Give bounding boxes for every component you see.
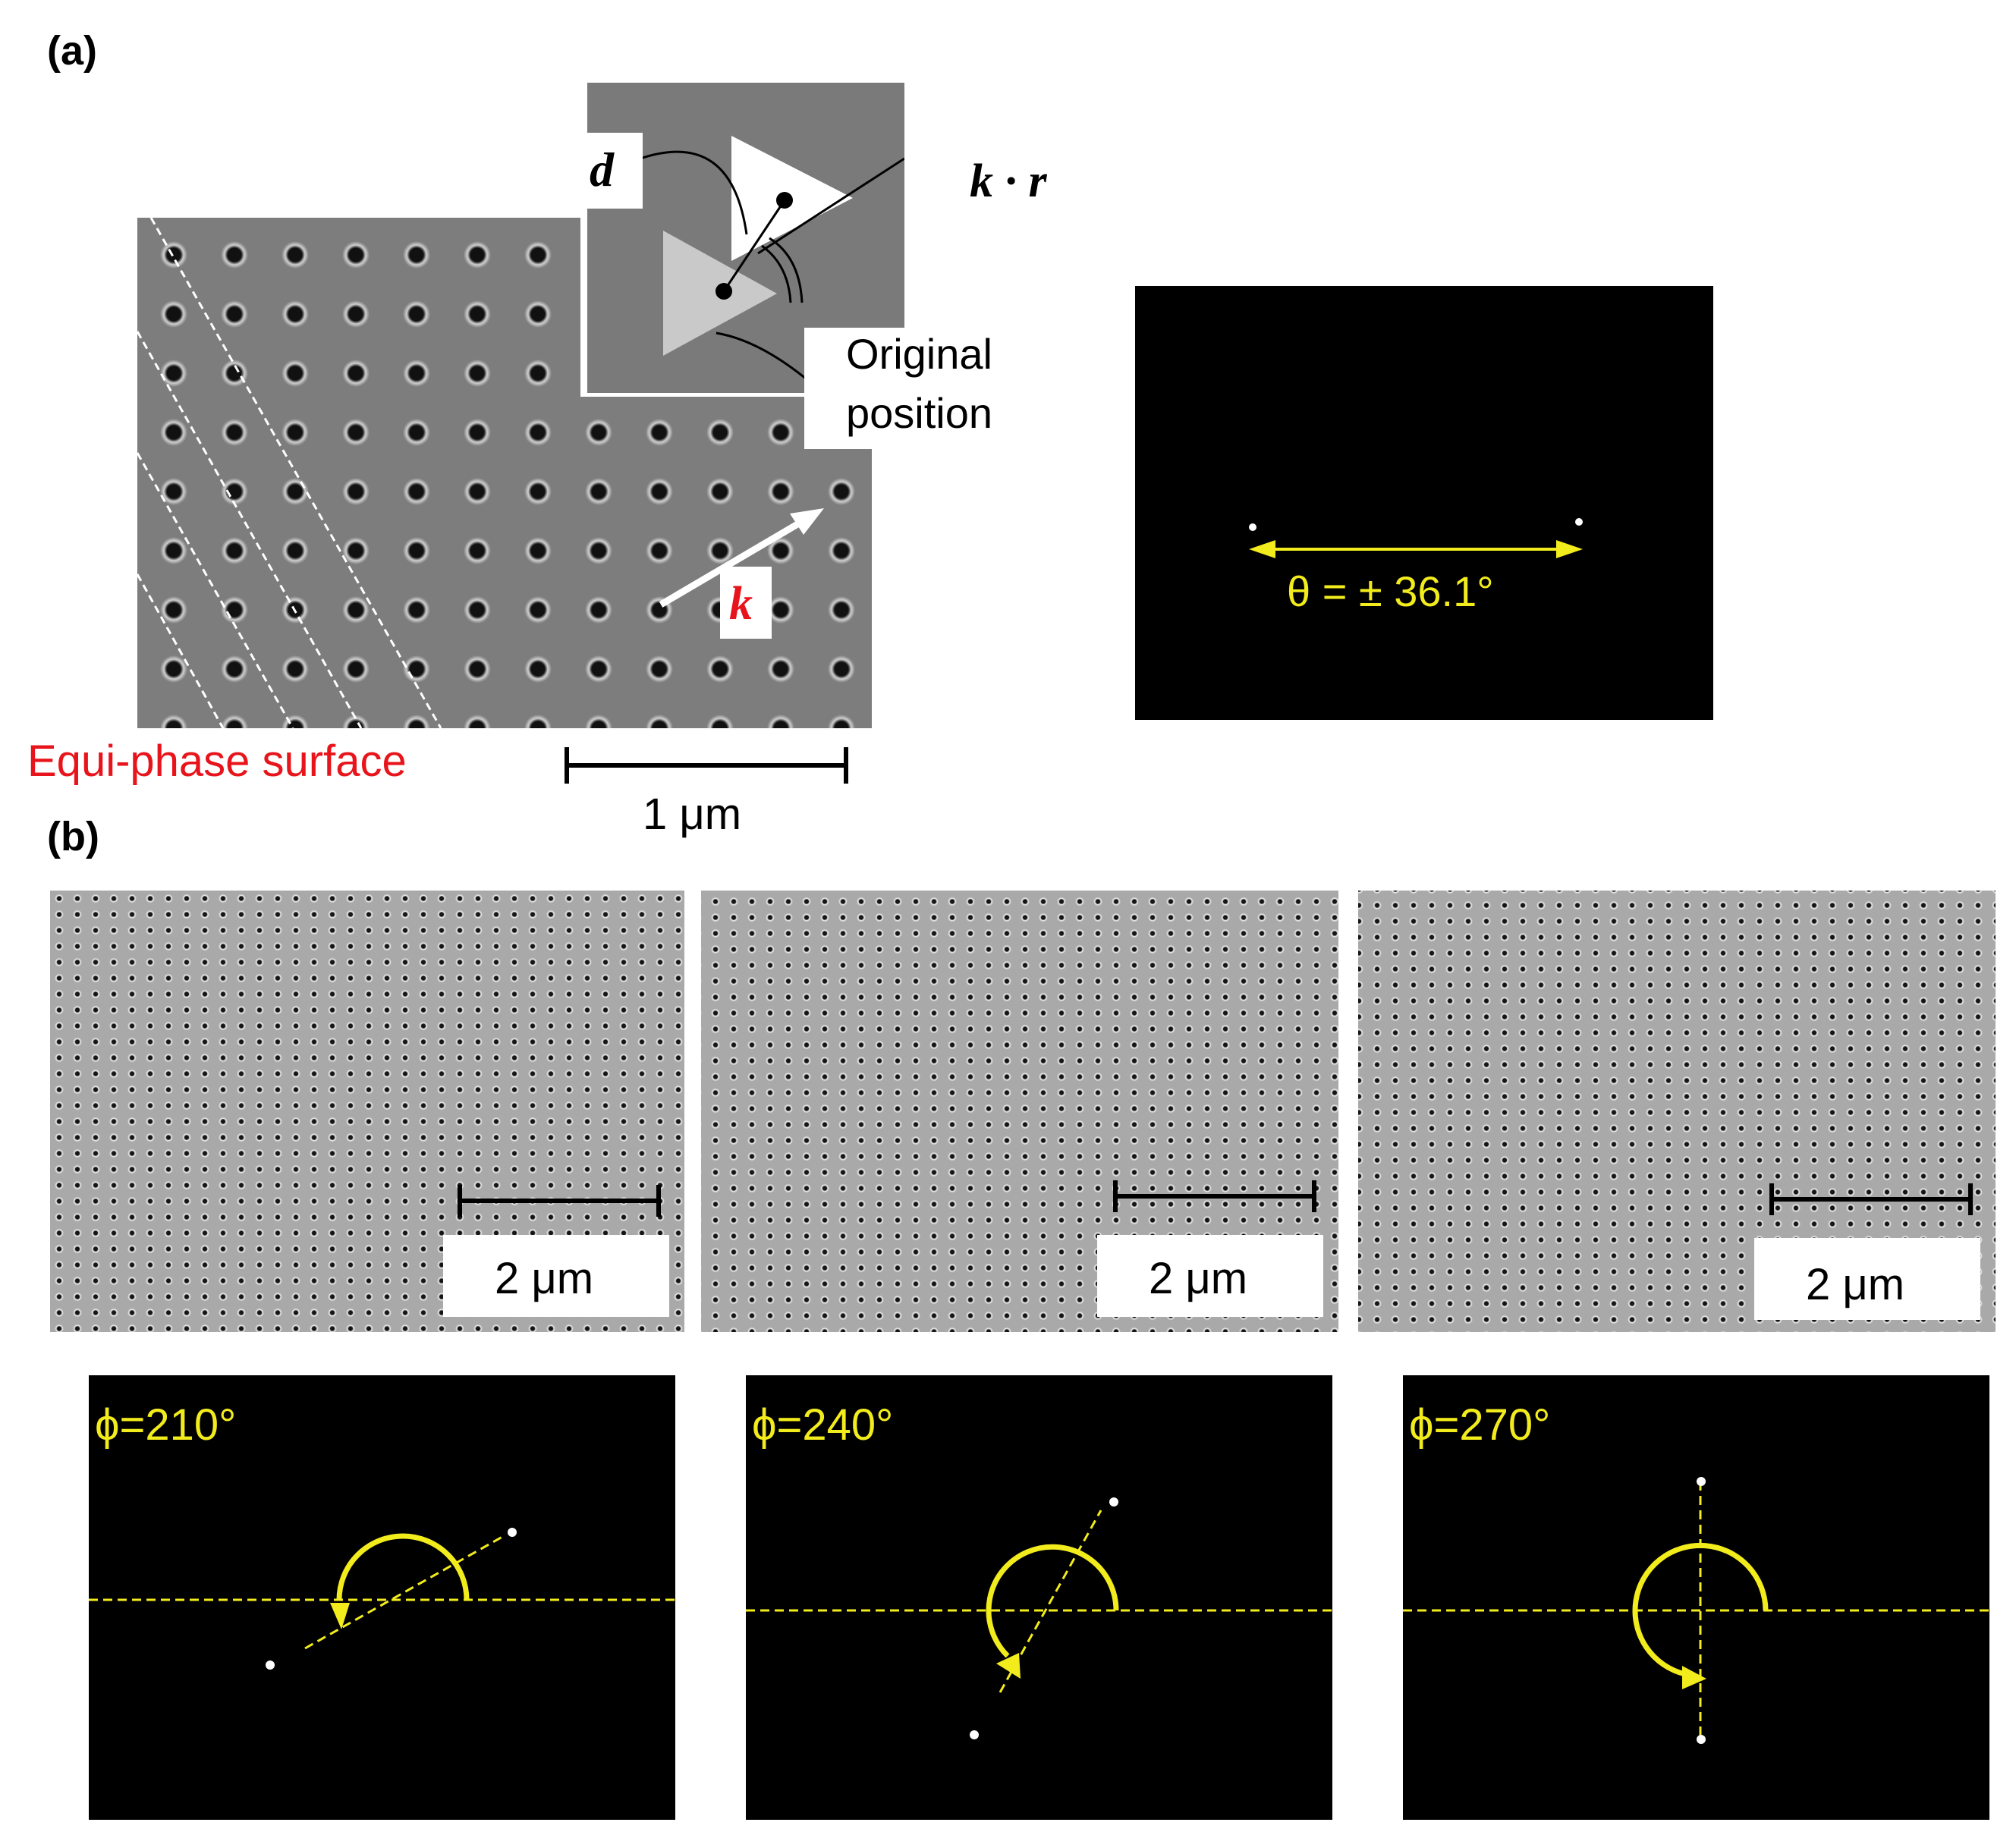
k-label-box: k — [720, 567, 772, 639]
diffraction-a-drawing — [1249, 518, 1583, 558]
spot-240-a — [1109, 1497, 1118, 1507]
scalebar-2um-3-label: 2 μm — [1806, 1260, 1905, 1309]
diffraction-spot-right — [1575, 518, 1583, 526]
panel-a-label: (a) — [47, 28, 97, 74]
diffraction-270-drawing — [1403, 1477, 1989, 1744]
diffraction-spot-left — [1249, 523, 1256, 531]
original-position-box: Original position — [804, 328, 1032, 449]
phi-210-label: ϕ=210° — [95, 1400, 237, 1450]
equiphase-dashed-lines — [137, 218, 824, 728]
panel-b-label: (b) — [47, 814, 99, 859]
phi-270-label: ϕ=270° — [1409, 1400, 1551, 1450]
k-label: k — [729, 578, 753, 630]
double-arrow — [1249, 540, 1583, 558]
original-position-line1: Original — [846, 330, 992, 378]
spot-270-b — [1697, 1735, 1706, 1744]
kr-label: k · r — [970, 156, 1047, 207]
scalebar-2um-2-box: 2 μm — [1097, 1235, 1323, 1317]
scalebar-2um-3-box: 2 μm — [1754, 1238, 1980, 1320]
spot-270-a — [1697, 1477, 1706, 1486]
spot-210-b — [266, 1660, 275, 1670]
diffraction-240-drawing — [746, 1497, 1332, 1739]
diffraction-pattern-phi-210: ϕ=210° — [89, 1375, 675, 1820]
theta-label: θ = ± 36.1° — [1287, 567, 1494, 615]
inset-drawing — [640, 136, 904, 388]
equiphase-label: Equi-phase surface — [27, 737, 407, 786]
scalebar-2um-1-label: 2 μm — [495, 1254, 594, 1303]
spot-210-a — [508, 1528, 517, 1537]
k-vector-arrow — [659, 508, 824, 608]
diffraction-pattern-phi-270: ϕ=270° — [1403, 1375, 1989, 1820]
diffraction-pattern-a: θ = ± 36.1° — [1135, 286, 1713, 720]
original-position-line2: position — [846, 389, 993, 437]
sem-image-3: 2 μm — [1358, 891, 1996, 1332]
scalebar-2um-1-box: 2 μm — [443, 1235, 669, 1317]
d-label-box: d — [573, 133, 643, 209]
scalebar-2um-2-label: 2 μm — [1149, 1254, 1248, 1303]
diffraction-pattern-phi-240: ϕ=240° — [746, 1375, 1332, 1820]
sem-image-1: 2 μm — [50, 891, 684, 1332]
diffraction-210-drawing — [89, 1528, 675, 1670]
phi-240-label: ϕ=240° — [752, 1400, 894, 1450]
scalebar-1um-label: 1 μm — [643, 790, 742, 839]
spot-240-b — [970, 1730, 979, 1739]
d-label: d — [590, 143, 614, 196]
sem-image-2: 2 μm — [701, 891, 1338, 1332]
